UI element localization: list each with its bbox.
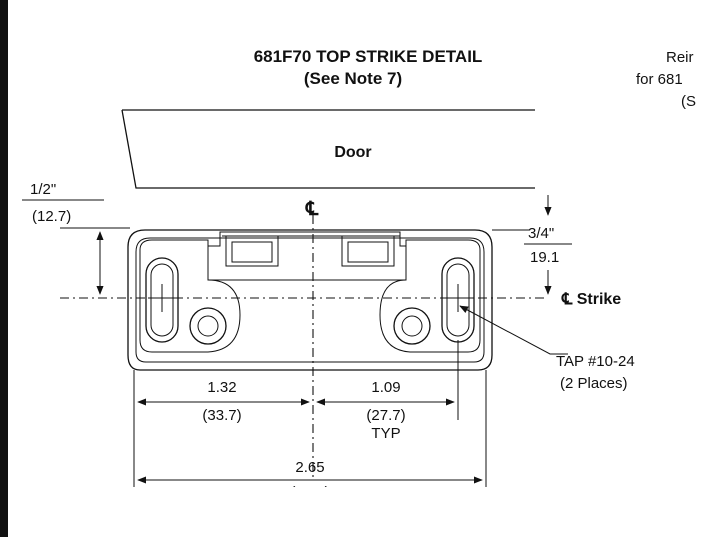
strike-plate (127, 229, 493, 371)
right-slot-center-mark (444, 284, 472, 312)
left-tap-hole (189, 307, 227, 345)
centerline-symbol: ℄ (305, 199, 319, 220)
tap-label: TAP #10-24 (556, 353, 635, 370)
title-line-2: (See Note 7) (304, 69, 402, 88)
left-slot-center-mark (148, 284, 176, 312)
overall-dim-inches: 2.65 (295, 459, 324, 476)
left-border-bar (0, 0, 8, 537)
side-note-line-1: Reir (666, 49, 694, 66)
right-dim-mm: (27.7) (366, 407, 405, 424)
tap-leader-line (459, 305, 568, 355)
door-outline (121, 109, 535, 189)
left-dim-inches: 1.32 (207, 379, 236, 396)
right-dim-inches: 1.09 (371, 379, 400, 396)
left-dim-mm: (33.7) (202, 407, 241, 424)
overall-dim-mm: (67.3) (290, 484, 329, 501)
side-note-line-2: for 681 (636, 71, 683, 88)
right-dim-typ: TYP (371, 425, 400, 442)
top-dim-inches: 3/4" (528, 225, 554, 242)
tap-places-label: (2 Places) (560, 375, 628, 392)
offset-dim-mm: (12.7) (32, 208, 71, 225)
right-tap-hole (393, 307, 431, 345)
door-label: Door (334, 144, 371, 161)
left-mounting-slot (145, 257, 179, 343)
offset-dim-inches: 1/2" (30, 181, 56, 198)
strike-centerline-label: ℄ Strike (561, 291, 621, 308)
title-line-1: 681F70 TOP STRIKE DETAIL (254, 47, 483, 66)
top-dim-mm: 19.1 (530, 249, 559, 266)
side-note-line-3: (S (681, 93, 696, 110)
